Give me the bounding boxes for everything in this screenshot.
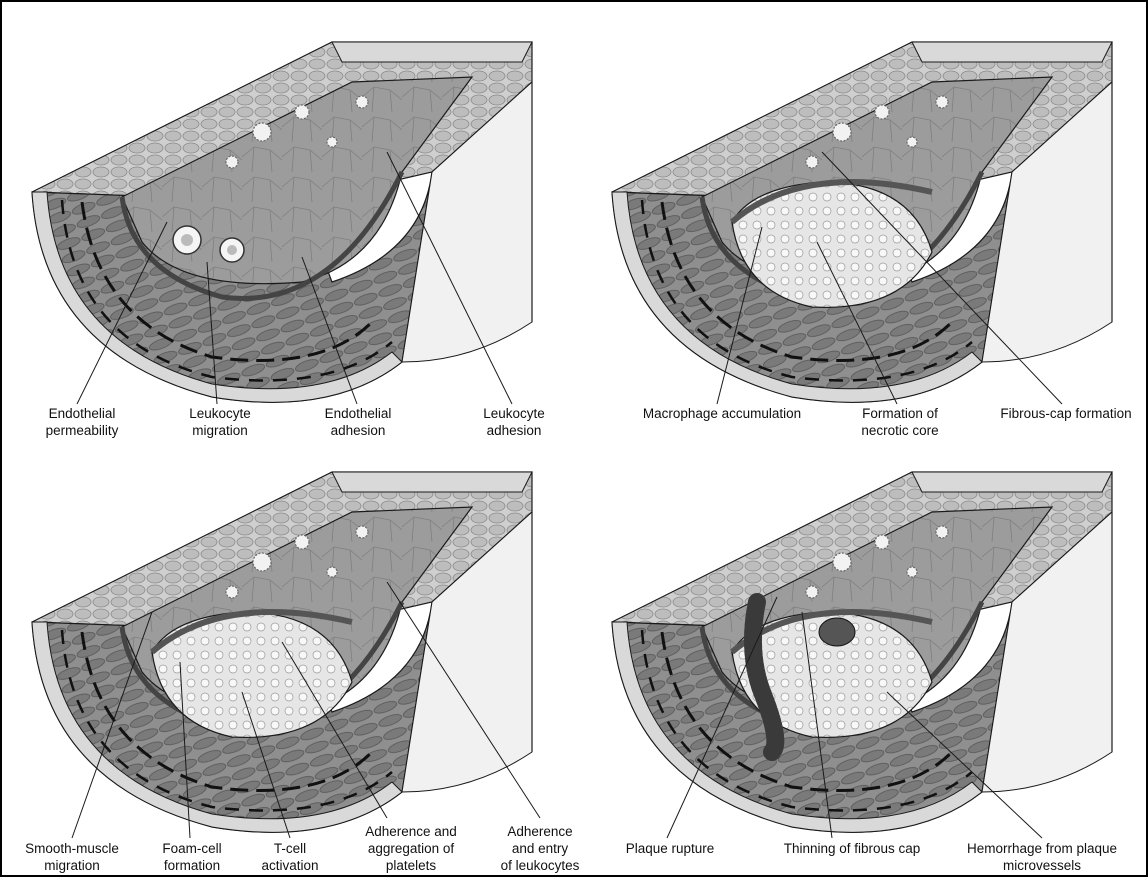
vessel-top-rim: [912, 472, 1112, 492]
leukocyte-cell: [226, 586, 238, 598]
leukocyte-cell: [295, 105, 309, 119]
microvessel-hemorrhage: [819, 618, 855, 646]
leukocyte-cell: [356, 96, 368, 108]
leukocyte-cell: [907, 567, 917, 577]
label-macrophage-accumulation: Macrophage accumulation: [612, 405, 832, 422]
leukocyte-cell: [356, 526, 368, 538]
label-leukocyte-entry: Adherence and entry of leukocytes: [490, 823, 590, 874]
leukocyte-cell: [806, 586, 818, 598]
vessel-top-rim: [332, 472, 532, 492]
label-foam-cell-formation: Foam-cell formation: [142, 840, 242, 874]
leukocyte-cell: [907, 137, 917, 147]
leukocyte-cell: [833, 123, 851, 141]
leukocyte-cell: [226, 156, 238, 168]
leukocyte-cell: [327, 567, 337, 577]
label-thinning-fibrous-cap: Thinning of fibrous cap: [762, 840, 942, 857]
label-leukocyte-migration: Leukocyte migration: [170, 405, 270, 439]
label-leukocyte-adhesion: Leukocyte adhesion: [464, 405, 564, 439]
label-smooth-muscle-migration: Smooth-muscle migration: [8, 840, 136, 874]
vessel-top-rim: [332, 42, 532, 62]
label-endothelial-permeability: Endothelial permeability: [32, 405, 132, 439]
label-endothelial-adhesion: Endothelial adhesion: [308, 405, 408, 439]
leukocyte-cell: [875, 105, 889, 119]
leukocyte-cell: [253, 123, 271, 141]
artery-panel-1: [32, 42, 532, 402]
artery-panel-3: [32, 472, 532, 832]
label-hemorrhage-microvessels: Hemorrhage from plaque microvessels: [952, 840, 1132, 874]
artery-panel-2: [612, 42, 1112, 402]
label-t-cell-activation: T-cell activation: [240, 840, 340, 874]
label-necrotic-core: Formation of necrotic core: [840, 405, 960, 439]
leukocyte-cell: [833, 553, 851, 571]
label-platelet-aggregation: Adherence and aggregation of platelets: [347, 823, 475, 874]
leukocyte-cell: [295, 535, 309, 549]
label-fibrous-cap-formation: Fibrous-cap formation: [984, 405, 1148, 422]
leukocyte-cell: [875, 535, 889, 549]
artery-panel-4: [612, 472, 1112, 832]
vessel-top-rim: [912, 42, 1112, 62]
leukocyte-cell: [936, 96, 948, 108]
leukocyte-cell: [327, 137, 337, 147]
leukocyte-cell: [253, 553, 271, 571]
leukocyte-cell: [806, 156, 818, 168]
leukocyte-cell: [936, 526, 948, 538]
label-plaque-rupture: Plaque rupture: [610, 840, 730, 857]
